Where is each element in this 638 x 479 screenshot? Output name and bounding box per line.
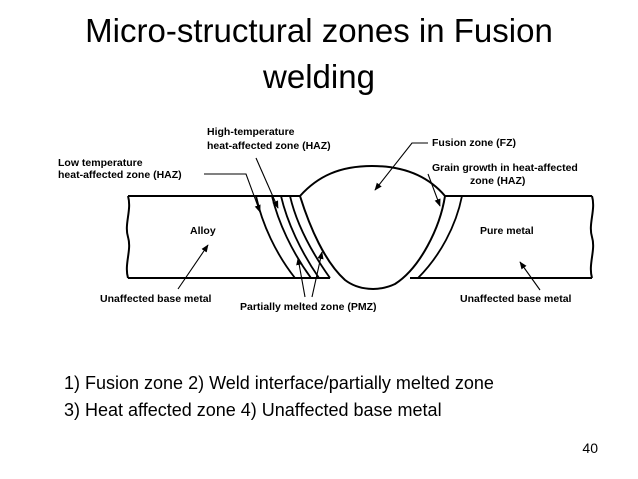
leader-pmz-1 — [311, 251, 324, 298]
haz-line-left-4 — [289, 195, 331, 279]
label-grain-growth-2: zone (HAZ) — [470, 175, 525, 187]
leader-fusion-zone — [374, 142, 428, 191]
leader-low-temp-haz — [204, 173, 261, 213]
weld-zone-diagram: High-temperature heat-affected zone (HAZ… — [58, 126, 595, 313]
title-line-1: Micro-structural zones in Fusion — [85, 12, 553, 49]
fusion-zone-bead — [298, 164, 447, 290]
legend-line-2: 3) Heat affected zone 4) Unaffected base… — [64, 400, 442, 420]
zone-legend: 1) Fusion zone 2) Weld interface/partial… — [64, 370, 494, 424]
leader-unaffected-left — [177, 244, 209, 290]
label-low-temp-haz-1: Low temperature — [58, 157, 143, 169]
label-high-temp-haz-1: High-temperature — [207, 126, 295, 138]
label-unaffected-left: Unaffected base metal — [100, 293, 212, 305]
label-pmz: Partially melted zone (PMZ) — [240, 301, 377, 313]
leader-unaffected-right — [519, 261, 541, 291]
legend-line-1: 1) Fusion zone 2) Weld interface/partial… — [64, 373, 494, 393]
label-alloy: Alloy — [190, 225, 216, 237]
page-number: 40 — [582, 440, 598, 456]
slide-title: Micro-structural zones in Fusion welding — [20, 8, 618, 100]
label-unaffected-right: Unaffected base metal — [460, 293, 572, 305]
leader-grain-growth — [427, 173, 441, 207]
label-fusion-zone: Fusion zone (FZ) — [432, 137, 516, 149]
haz-line-right — [417, 195, 463, 279]
label-pure-metal: Pure metal — [480, 225, 534, 237]
label-high-temp-haz-2: heat-affected zone (HAZ) — [207, 140, 331, 152]
leader-lines — [177, 142, 541, 298]
label-grain-growth-1: Grain growth in heat-affected — [432, 162, 578, 174]
base-metal-plate — [125, 195, 595, 279]
plate-left-edge — [125, 195, 131, 279]
title-line-2: welding — [263, 58, 375, 95]
plate-right-edge — [589, 195, 595, 279]
leader-pmz-2 — [296, 257, 306, 298]
haz-line-left-3 — [280, 195, 320, 279]
leader-high-temp-haz — [255, 157, 279, 209]
label-low-temp-haz-2: heat-affected zone (HAZ) — [58, 169, 182, 181]
